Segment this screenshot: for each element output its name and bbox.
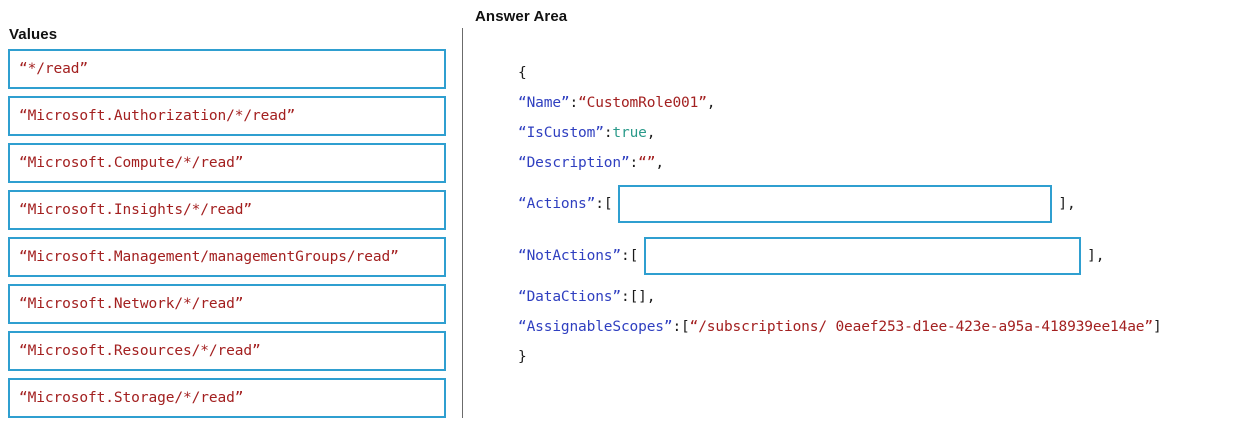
values-panel: Values “*/read” “Microsoft.Authorization…	[0, 0, 455, 431]
value-chip[interactable]: “Microsoft.Compute/*/read”	[8, 143, 446, 183]
json-value-datactions: [],	[629, 289, 656, 305]
json-line-open-brace: {	[518, 58, 1162, 88]
json-colon: :	[569, 95, 579, 111]
json-code-block: { “Name” : “CustomRole001” , “IsCustom” …	[518, 58, 1162, 372]
json-colon: :	[620, 289, 630, 305]
value-chip-label: “Microsoft.Compute/*/read”	[19, 155, 244, 171]
json-close-bracket: ]	[1152, 319, 1162, 335]
values-list: “*/read” “Microsoft.Authorization/*/read…	[8, 49, 446, 425]
json-line-iscustom: “IsCustom” : true ,	[518, 118, 1162, 148]
json-colon: :	[603, 125, 613, 141]
values-panel-title: Values	[9, 26, 58, 43]
json-close-bracket: ],	[1087, 248, 1105, 264]
json-colon: :	[595, 196, 604, 212]
value-chip-label: “Microsoft.Authorization/*/read”	[19, 108, 296, 124]
value-chip[interactable]: “*/read”	[8, 49, 446, 89]
value-chip-label: “Microsoft.Management/managementGroups/r…	[19, 249, 399, 265]
value-chip[interactable]: “Microsoft.Storage/*/read”	[8, 378, 446, 418]
json-open-bracket: [	[603, 196, 613, 212]
json-comma: ,	[706, 95, 716, 111]
value-chip[interactable]: “Microsoft.Management/managementGroups/r…	[8, 237, 446, 277]
json-colon: :	[620, 248, 630, 264]
answer-area-title: Answer Area	[475, 8, 568, 25]
panel-divider	[462, 28, 463, 418]
value-chip[interactable]: “Microsoft.Network/*/read”	[8, 284, 446, 324]
answer-area-panel: Answer Area { “Name” : “CustomRole001” ,…	[463, 0, 1254, 431]
json-line-assignablescopes: “AssignableScopes” : [ “/subscriptions/ …	[518, 312, 1162, 342]
json-colon: :	[629, 155, 639, 171]
json-line-name: “Name” : “CustomRole001” ,	[518, 88, 1162, 118]
json-open-brace: {	[518, 65, 527, 81]
value-chip-label: “Microsoft.Network/*/read”	[19, 296, 244, 312]
json-comma: ,	[646, 125, 656, 141]
json-line-notactions: “NotActions” : [ ],	[518, 230, 1162, 282]
json-comma: ,	[655, 155, 664, 171]
json-value-name: “CustomRole001”	[578, 95, 707, 111]
value-chip[interactable]: “Microsoft.Insights/*/read”	[8, 190, 446, 230]
json-value-assignablescopes: “/subscriptions/ 0eaef253-d1ee-423e-a95a…	[689, 319, 1153, 335]
json-value-description: “”	[638, 155, 656, 171]
notactions-drop-target[interactable]	[644, 237, 1082, 275]
json-key-datactions: “DataCtions”	[518, 289, 621, 305]
json-close-bracket: ],	[1058, 196, 1076, 212]
json-close-brace: }	[518, 349, 527, 365]
json-key-notactions: “NotActions”	[518, 248, 621, 264]
value-chip-label: “Microsoft.Resources/*/read”	[19, 343, 261, 359]
json-key-description: “Description”	[518, 155, 630, 171]
json-open-bracket: [	[681, 319, 690, 335]
json-key-actions: “Actions”	[518, 196, 596, 212]
value-chip-label: “*/read”	[19, 61, 89, 77]
value-chip[interactable]: “Microsoft.Authorization/*/read”	[8, 96, 446, 136]
json-line-close-brace: }	[518, 342, 1162, 372]
value-chip-label: “Microsoft.Insights/*/read”	[19, 202, 253, 218]
json-key-name: “Name”	[518, 95, 570, 111]
json-line-datactions: “DataCtions” : [],	[518, 282, 1162, 312]
value-chip-label: “Microsoft.Storage/*/read”	[19, 390, 244, 406]
json-value-iscustom: true	[612, 125, 647, 141]
value-chip[interactable]: “Microsoft.Resources/*/read”	[8, 331, 446, 371]
json-line-description: “Description” : “” ,	[518, 148, 1162, 178]
json-line-actions: “Actions” : [ ],	[518, 178, 1162, 230]
actions-drop-target[interactable]	[618, 185, 1053, 223]
json-key-assignablescopes: “AssignableScopes”	[518, 319, 673, 335]
json-colon: :	[672, 319, 682, 335]
json-open-bracket: [	[629, 248, 639, 264]
json-key-iscustom: “IsCustom”	[518, 125, 604, 141]
